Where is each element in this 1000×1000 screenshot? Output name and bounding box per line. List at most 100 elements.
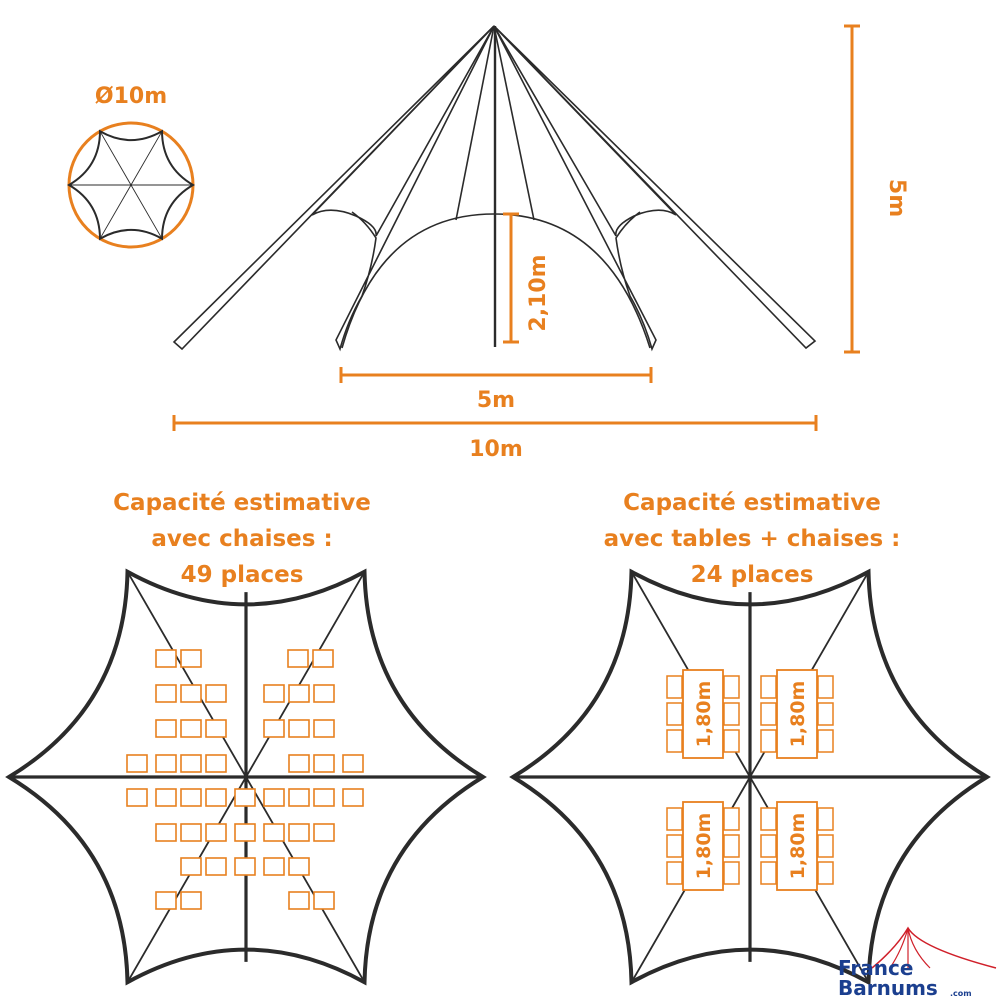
star-rib bbox=[99, 184, 132, 239]
chair bbox=[180, 754, 202, 773]
mini-star bbox=[67, 129, 195, 241]
chair bbox=[760, 834, 777, 858]
table bbox=[776, 669, 818, 759]
chair bbox=[666, 702, 683, 726]
chairs-title-line1: Capacité estimative bbox=[113, 490, 371, 516]
logo-suffix: .com bbox=[950, 989, 972, 998]
chair bbox=[288, 754, 310, 773]
chair bbox=[180, 684, 202, 703]
chair bbox=[205, 684, 227, 703]
chair bbox=[155, 684, 177, 703]
table-label: 1,80m bbox=[787, 813, 809, 880]
chair bbox=[817, 675, 834, 699]
inner-line-left bbox=[455, 25, 495, 221]
chair bbox=[666, 729, 683, 753]
chair bbox=[666, 675, 683, 699]
chair bbox=[180, 891, 202, 910]
chair bbox=[723, 861, 740, 885]
chair bbox=[817, 834, 834, 858]
chair bbox=[342, 754, 364, 773]
star-rib bbox=[245, 776, 366, 983]
door-height-dimension bbox=[503, 212, 519, 344]
height-label: 5m bbox=[884, 179, 909, 217]
chairs-layout-star bbox=[5, 568, 487, 986]
chair bbox=[180, 788, 202, 807]
chair bbox=[155, 788, 177, 807]
chair bbox=[180, 857, 202, 876]
table bbox=[682, 801, 724, 891]
plan-view-icon bbox=[67, 121, 195, 249]
chair bbox=[312, 649, 334, 668]
right-arch-leg bbox=[493, 25, 657, 352]
chair bbox=[155, 823, 177, 842]
chair bbox=[263, 719, 285, 738]
chair bbox=[760, 861, 777, 885]
chair bbox=[205, 823, 227, 842]
star-rib bbox=[126, 571, 247, 778]
star-rib bbox=[99, 131, 132, 186]
chair bbox=[666, 807, 683, 831]
chair bbox=[205, 754, 227, 773]
chairs-title-line3: 49 places bbox=[181, 562, 304, 588]
chair bbox=[313, 823, 335, 842]
chair bbox=[723, 807, 740, 831]
chair bbox=[313, 891, 335, 910]
chair bbox=[760, 729, 777, 753]
chair bbox=[666, 834, 683, 858]
door-width-label: 5m bbox=[477, 388, 515, 413]
right-panel bbox=[493, 25, 677, 237]
chair bbox=[263, 823, 285, 842]
logo-line2: Barnums bbox=[838, 976, 938, 1000]
chair bbox=[723, 834, 740, 858]
chair bbox=[180, 649, 202, 668]
chair bbox=[817, 729, 834, 753]
chair bbox=[234, 857, 256, 876]
logo-line1: France bbox=[838, 956, 913, 980]
tables-title-line1: Capacité estimative bbox=[623, 490, 881, 516]
table-label: 1,80m bbox=[787, 681, 809, 748]
chair bbox=[155, 891, 177, 910]
outer-left-leg bbox=[172, 25, 495, 351]
chair bbox=[313, 719, 335, 738]
chair bbox=[288, 684, 310, 703]
chair bbox=[313, 788, 335, 807]
chair bbox=[817, 702, 834, 726]
table bbox=[682, 669, 724, 759]
france-barnums-logo: France Barnums .com bbox=[838, 926, 997, 1000]
door-width-dimension bbox=[339, 367, 653, 383]
chair bbox=[723, 702, 740, 726]
chair bbox=[313, 684, 335, 703]
chair bbox=[288, 823, 310, 842]
chair bbox=[666, 861, 683, 885]
tables-title-line2: avec tables + chaises : bbox=[604, 526, 901, 552]
chair bbox=[263, 788, 285, 807]
chair bbox=[288, 891, 310, 910]
left-arch-leg bbox=[335, 25, 495, 352]
chair bbox=[723, 675, 740, 699]
chair bbox=[313, 754, 335, 773]
logo-tent-icon bbox=[871, 926, 997, 969]
chair bbox=[288, 719, 310, 738]
chair bbox=[760, 807, 777, 831]
door-height-label: 2,10m bbox=[526, 254, 551, 331]
chair bbox=[263, 684, 285, 703]
chair bbox=[180, 719, 202, 738]
chair bbox=[760, 675, 777, 699]
star-rib bbox=[245, 571, 366, 778]
chairs-grid bbox=[126, 649, 364, 910]
star-rib bbox=[126, 776, 247, 983]
chair bbox=[205, 719, 227, 738]
chair bbox=[817, 861, 834, 885]
chair bbox=[155, 719, 177, 738]
total-width-dimension bbox=[172, 415, 818, 431]
chair bbox=[205, 857, 227, 876]
chair bbox=[126, 754, 148, 773]
chair bbox=[817, 807, 834, 831]
chair bbox=[723, 729, 740, 753]
left-panel bbox=[311, 25, 495, 237]
tables-layout-star bbox=[509, 568, 991, 986]
chair bbox=[342, 788, 364, 807]
diameter-label: Ø10m bbox=[95, 84, 167, 109]
